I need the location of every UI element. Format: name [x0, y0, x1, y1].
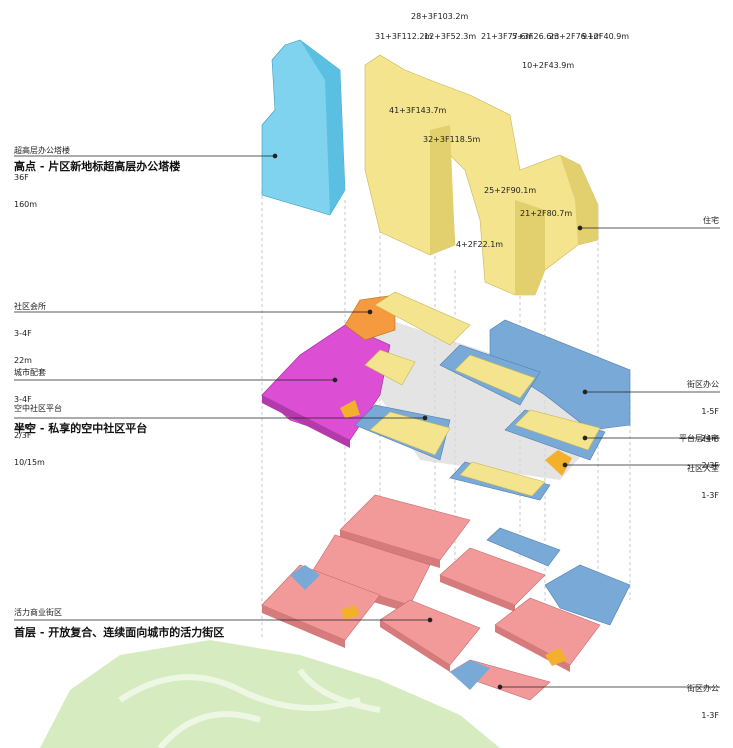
retail-block: [261, 564, 381, 641]
tower-title: 高点 - 片区新地标超高层办公塔楼: [14, 160, 181, 173]
club-height: 22m: [14, 356, 32, 365]
leader-lines: [14, 153, 720, 690]
residential-label: 住宅: [703, 216, 719, 225]
club-floors: 3-4F: [14, 329, 32, 338]
amber-corner: [545, 648, 567, 666]
platform-housing-type: 平台层住宅: [679, 434, 719, 443]
office-upper-floors: 1-5F: [701, 407, 719, 416]
height-tag: 4+2F22.1m: [456, 240, 504, 249]
community-hall: [545, 450, 572, 476]
height-tag: 21+2F80.7m: [520, 209, 573, 218]
office-tower: [261, 39, 346, 216]
retail-title: 首层 - 开放复合、连续面向城市的活力街区: [14, 626, 225, 639]
park-paths: [118, 668, 381, 748]
community-hall-label: 社区大堂 1-3F: [687, 446, 719, 509]
office-lower-type: 街区办公: [687, 684, 719, 693]
platform-housing-label: 平台层住宅 2/3F: [679, 416, 719, 479]
office-block: [544, 564, 631, 626]
height-tag: 23+2F76.1m: [549, 32, 602, 41]
platform-level: [261, 291, 631, 501]
office-corner: [450, 660, 490, 690]
office-upper-label: 街区办公 1-5F 24m: [687, 362, 719, 452]
tower-description: 超高层办公塔楼 36F 160m: [14, 128, 70, 218]
residential-podium: [454, 354, 536, 399]
park-area: [40, 640, 500, 748]
office-lower-label: 街区办公 1-3F: [687, 666, 719, 729]
retail-description: 活力商业街区: [14, 608, 62, 617]
urban-type: 城市配套: [14, 368, 46, 377]
amber-corner: [340, 605, 360, 620]
height-tag: 41+3F143.7m: [389, 106, 447, 115]
height-tag: 32+3F118.5m: [423, 135, 481, 144]
height-tag: 10+2F43.9m: [522, 61, 575, 70]
platform-title: 半空 - 私享的空中社区平台: [14, 422, 148, 435]
residential-towers: [364, 54, 599, 296]
platform-type: 空中社区平台: [14, 404, 62, 413]
community-hall-floors: 1-3F: [701, 491, 719, 500]
height-tag: 31+3F112.2m: [375, 32, 433, 41]
urban-floors: 3-4F: [14, 395, 32, 404]
tower-floors: 36F: [14, 173, 29, 182]
platform-housing-floors: 2/3F: [701, 461, 719, 470]
office-corner: [290, 565, 320, 590]
height-tag: 25+2F90.1m: [484, 186, 537, 195]
urban-description: 城市配套 3-4F 22m: [14, 350, 46, 440]
residential-podium: [459, 461, 546, 497]
ground-level-blocks: [261, 494, 631, 701]
platform-floors: 2/3F: [14, 431, 32, 440]
platform-height: 10/15m: [14, 458, 45, 467]
height-tag: 21+3F77.6m: [481, 32, 534, 41]
height-tag: 5+3F26.6m: [512, 32, 560, 41]
club-description: 社区会所 3-4F 22m: [14, 284, 46, 374]
height-tag: 9+2F40.9m: [582, 32, 630, 41]
height-tag: 12+3F52.3m: [424, 32, 477, 41]
residential-podium: [514, 409, 601, 451]
height-tag: 28+3F103.2m: [411, 12, 469, 21]
community-hall-type: 社区大堂: [687, 464, 719, 473]
tower-type: 超高层办公塔楼: [14, 146, 70, 155]
residential-podium: [374, 291, 471, 346]
tower-height: 160m: [14, 200, 38, 209]
amber-corner: [340, 400, 360, 418]
office-lower-floors: 1-3F: [701, 711, 719, 720]
office-upper-type: 街区办公: [687, 380, 719, 389]
office-block: [486, 527, 561, 567]
club-type: 社区会所: [14, 302, 46, 311]
residential-podium: [364, 349, 416, 386]
office-upper-height: 24m: [701, 434, 719, 443]
urban-height: 22m: [14, 422, 32, 431]
platform-description: 空中社区平台 2/3F 10/15m: [14, 386, 62, 476]
